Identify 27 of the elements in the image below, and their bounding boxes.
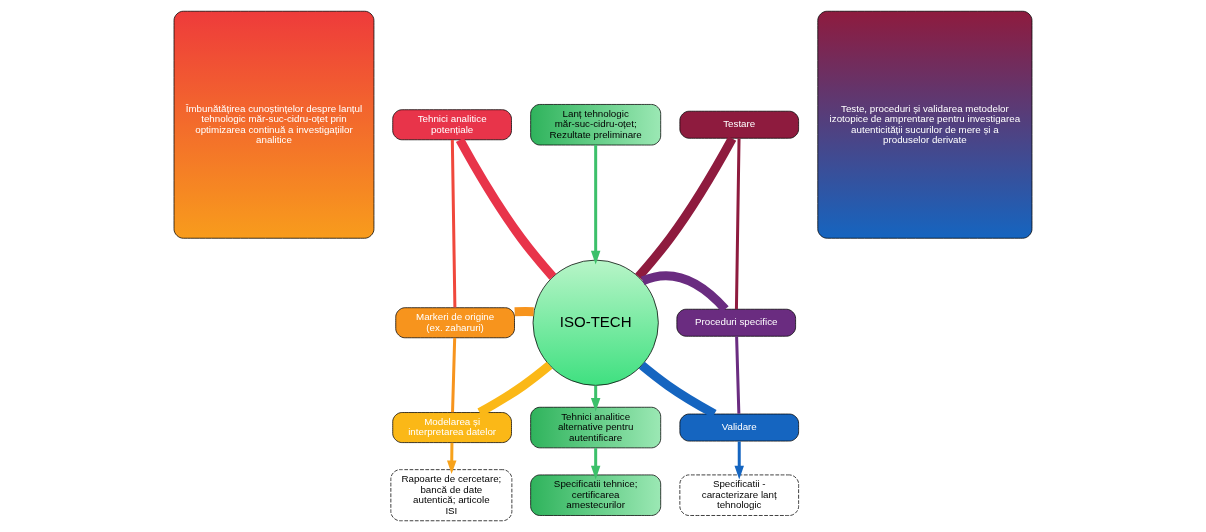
node-box: Îmbunătățirea cunoștințelor despre lanțul tehnologic măr-suc-cidru-oțet prin optimizarea continuă a investigațiilor analitice: [173, 10, 375, 239]
arrow: [447, 442, 457, 474]
connector: [455, 137, 557, 280]
connector: [635, 136, 737, 280]
arrow: [590, 145, 601, 265]
node-box: Specificatii tehnice; certificarea amestecurilor: [530, 474, 662, 516]
node-box: Markeri de origine (ex. zaharuri): [395, 307, 515, 339]
node-box: Modelarea și interpretarea datelor: [392, 412, 512, 443]
node-box: Specificatii - caracterizare lanț tehnologic: [679, 474, 799, 516]
connector: [514, 306, 534, 317]
connector: [734, 138, 741, 310]
node-box: Tehnici analitice alternative pentru autentificare: [530, 406, 662, 449]
node-box: Teste, proceduri și validarea metodelor izotopice de amprentare pentru investigarea autenticității sucurilor de mere și a produselor derivate: [817, 10, 1033, 239]
node-box: Testare: [679, 110, 799, 139]
node-box: Proceduri specifice: [676, 308, 796, 337]
arrow: [590, 448, 601, 480]
node-box: Validare: [679, 413, 799, 442]
connector: [735, 336, 741, 414]
connector: [641, 271, 729, 313]
connector: [450, 139, 457, 308]
arrow: [734, 441, 744, 480]
connector: [638, 361, 717, 418]
node-box: Rapoarte de cercetare; bancă de date autentică; articole ISI: [390, 469, 513, 522]
node-box: Tehnici analitice potențiale: [392, 109, 512, 141]
connector: [451, 337, 457, 413]
node-circle: ISO-TECH: [532, 259, 659, 386]
node-box: Lanț tehnologic măr-suc-cidru-oțet; Rezultate preliminare: [530, 104, 662, 146]
